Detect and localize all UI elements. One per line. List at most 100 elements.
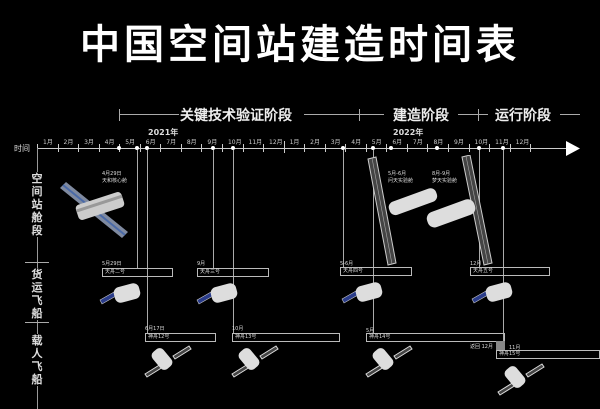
axis-tick <box>530 144 532 152</box>
month-label: 4月 <box>351 139 362 146</box>
year-2022: 2022年 <box>393 128 424 137</box>
month-label: 10月 <box>474 139 489 146</box>
row-label-modules: 空间站舱段 <box>30 172 44 237</box>
leader-line <box>233 150 234 333</box>
phase-construction: 建造阶段 <box>393 108 449 124</box>
event-dot <box>135 146 139 150</box>
time-axis <box>37 148 567 149</box>
cargo-date: 12月 <box>470 261 482 267</box>
axis-tick <box>468 144 470 152</box>
month-label: 1月 <box>43 139 53 146</box>
month-label: 8月 <box>433 139 444 146</box>
module-mengtian-label: 8月-9月梦天实验舱 <box>432 171 457 185</box>
phase-divider <box>359 109 360 121</box>
cargo-ship-icon <box>341 282 383 304</box>
event-dot <box>145 146 149 150</box>
year-2021: 2021年 <box>148 128 179 137</box>
crewed-shenzhou15-box: 神舟15号 <box>496 350 600 359</box>
event-dot <box>341 146 345 150</box>
phase-divider <box>478 109 479 121</box>
leader-line <box>343 150 344 267</box>
leader-line <box>373 150 374 333</box>
crewed-shenzhou14-box: 神舟14号 <box>366 333 505 342</box>
cargo-date: 9月 <box>197 261 206 267</box>
month-label: 4月 <box>104 139 115 146</box>
event-dot <box>501 146 505 150</box>
axis-tick <box>98 144 100 152</box>
arrow-icon <box>566 141 580 156</box>
cargo-tianzhou3-box: 天舟三号 <box>197 268 269 277</box>
month-label: 1月 <box>289 139 300 146</box>
axis-tick <box>283 141 285 153</box>
axis-tick <box>221 144 223 152</box>
page-title: 中国空间站建造时间表 <box>80 21 520 68</box>
month-label: 8月 <box>186 139 197 146</box>
axis-tick <box>201 144 203 152</box>
cargo-ship-icon <box>196 283 238 305</box>
month-label: 3月 <box>330 139 341 146</box>
leader-line <box>213 150 214 268</box>
module-wentian-label: 5月-6月问天实验舱 <box>388 171 413 185</box>
overlap-marker <box>496 341 505 351</box>
row-label-cargo: 货运飞船 <box>30 268 44 320</box>
module-tianhe-label: 4月29日天和核心舱 <box>102 171 127 185</box>
event-dot <box>231 146 235 150</box>
axis-tick <box>57 144 59 152</box>
axis-tick <box>324 144 326 152</box>
crewed-shenzhou13-box: 神舟13号 <box>232 333 340 342</box>
month-label: 11月 <box>248 139 263 146</box>
axis-tick <box>509 144 511 152</box>
axis-label: 时间 <box>14 144 30 153</box>
axis-tick <box>345 144 347 152</box>
crewed-date: 5月 <box>366 328 375 334</box>
month-label: 6月 <box>145 139 156 146</box>
month-label: 10月 <box>227 139 242 146</box>
axis-tick <box>160 144 162 152</box>
station-modules-image <box>367 155 493 266</box>
crewed-ship-icon <box>231 345 279 378</box>
phase-line <box>560 114 580 115</box>
axis-tick <box>304 144 306 152</box>
crewed-date: 11月 <box>509 345 521 351</box>
cargo-date: 5-6月 <box>340 261 354 267</box>
row-divider <box>25 322 49 323</box>
month-label: 2月 <box>310 139 320 146</box>
date: 5月-6月 <box>388 171 407 177</box>
return-note: 返回 12月 <box>470 344 493 350</box>
event-dot <box>371 146 375 150</box>
row-label-crewed: 载人飞船 <box>30 334 44 386</box>
axis-tick <box>406 144 408 152</box>
leader-line <box>137 150 138 268</box>
month-label: 9月 <box>454 139 464 146</box>
cargo-tianzhou4-box: 天舟四号 <box>340 267 412 276</box>
crewed-ship-icon <box>144 345 192 378</box>
month-label: 7月 <box>412 139 423 146</box>
axis-tick <box>365 144 367 152</box>
axis-tick <box>242 144 244 152</box>
cargo-tianzhou5-box: 天舟五号 <box>470 267 550 276</box>
axis-tick <box>78 144 80 152</box>
event-dot <box>435 146 439 150</box>
date: 8月-9月 <box>432 171 451 177</box>
crewed-ship-icon <box>365 345 413 378</box>
event-dot <box>117 146 121 150</box>
axis-tick <box>448 144 449 152</box>
crewed-date: 10月 <box>232 326 244 332</box>
leader-line <box>147 150 148 333</box>
core-module-image <box>60 182 128 238</box>
month-label: 2月 <box>63 139 74 146</box>
crewed-shenzhou12-box: 神舟12号 <box>145 333 216 342</box>
event-dot <box>389 146 393 150</box>
name: 天和核心舱 <box>102 178 128 184</box>
phase-line <box>119 114 179 115</box>
event-dot <box>211 146 215 150</box>
row-divider <box>25 262 49 263</box>
phase-operation: 运行阶段 <box>495 108 551 124</box>
month-label: 9月 <box>207 139 218 146</box>
month-label: 12月 <box>269 139 283 146</box>
month-label: 12月 <box>515 139 530 146</box>
phase-line <box>304 114 384 115</box>
cargo-date: 5月29日 <box>102 261 122 267</box>
month-label: 5月 <box>125 139 136 146</box>
axis-tick <box>180 144 182 152</box>
